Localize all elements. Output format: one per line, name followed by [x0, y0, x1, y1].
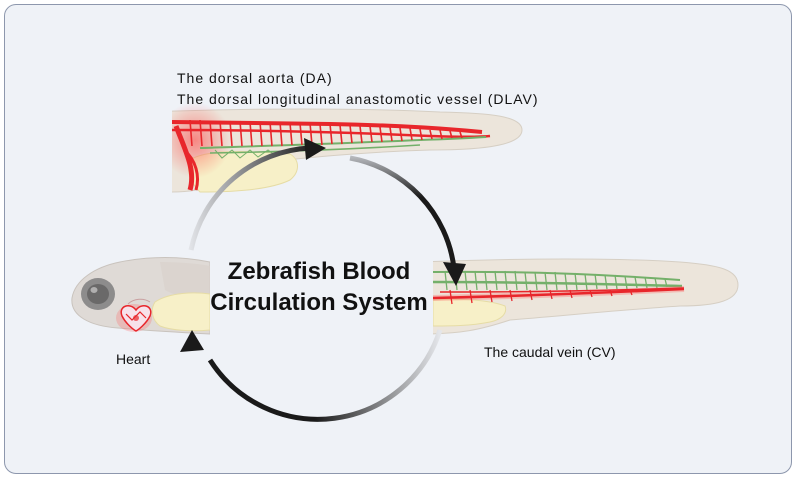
right-fish-illustration: [433, 258, 739, 335]
top-fish-illustration: [172, 102, 523, 193]
arrowhead-left-icon: [180, 330, 204, 352]
arc-top-arrow: [188, 145, 311, 251]
figure-frame: [4, 4, 792, 474]
title-line-1: Zebrafish Blood: [227, 258, 411, 285]
arrowheads: [180, 138, 466, 352]
dorsal-aorta-label: The dorsal aorta (DA): [177, 70, 333, 86]
dlav-label: The dorsal longitudinal anastomotic vess…: [177, 91, 539, 107]
diagram-title: Zebrafish Blood Circulation System: [206, 256, 432, 318]
arrowhead-top-icon: [304, 138, 326, 160]
circulation-arrows: [188, 145, 457, 422]
arc-bottom-arrow: [207, 329, 443, 422]
heart-label: Heart: [116, 351, 151, 367]
caudal-vein-label: The caudal vein (CV): [484, 344, 616, 360]
arc-right-arrow: [349, 155, 457, 269]
left-fish-illustration: [71, 257, 210, 335]
heart-icon: [120, 305, 152, 332]
title-line-2: Circulation System: [210, 289, 428, 316]
arrowhead-right-icon: [443, 262, 466, 286]
